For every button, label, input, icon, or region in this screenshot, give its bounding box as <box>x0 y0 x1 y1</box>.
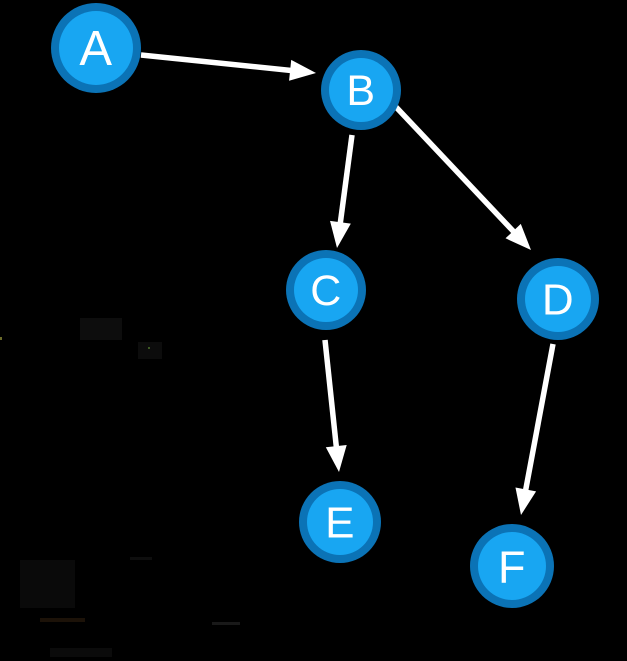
graph-node-A[interactable]: A <box>51 3 141 93</box>
node-body <box>525 266 591 332</box>
node-body <box>478 532 546 600</box>
arrowhead-icon <box>505 223 531 250</box>
arrowhead-icon <box>289 59 316 81</box>
graph-node-C[interactable]: C <box>286 250 366 330</box>
screen-artifact <box>40 618 85 622</box>
edge-B-D <box>394 105 531 250</box>
edge-C-E <box>322 339 347 472</box>
arrowhead-icon <box>330 220 351 248</box>
edge-D-F <box>515 343 556 515</box>
edge-line <box>140 52 297 74</box>
screen-artifact <box>50 648 112 657</box>
edge-line <box>521 343 556 496</box>
screen-artifact <box>130 557 152 560</box>
arrowhead-icon <box>325 445 347 472</box>
graph-node-D[interactable]: D <box>517 258 599 340</box>
edge-line <box>394 105 520 238</box>
screen-artifact <box>212 622 240 625</box>
screen-artifact <box>80 318 122 340</box>
graph-node-B[interactable]: B <box>321 50 401 130</box>
edge-B-C <box>330 134 355 248</box>
node-body <box>59 11 133 85</box>
node-body <box>329 58 393 122</box>
screen-artifact <box>138 342 162 359</box>
edge-line <box>336 134 355 229</box>
edge-A-B <box>140 52 316 81</box>
graph-node-F[interactable]: F <box>470 524 554 608</box>
screen-artifact <box>148 347 150 349</box>
node-body <box>307 489 373 555</box>
arrowhead-icon <box>515 487 537 515</box>
node-body <box>294 258 358 322</box>
screen-artifact <box>0 337 2 340</box>
graph-node-E[interactable]: E <box>299 481 381 563</box>
edge-line <box>322 339 340 453</box>
screen-artifact <box>20 560 75 608</box>
